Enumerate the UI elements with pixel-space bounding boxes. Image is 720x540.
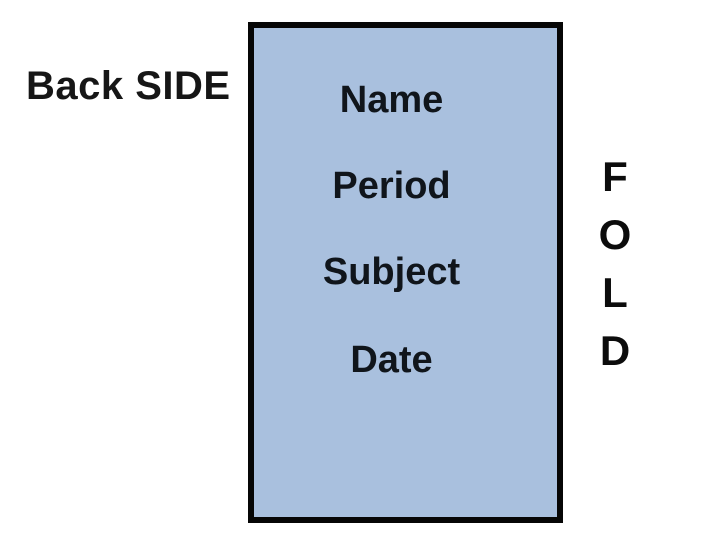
foldable-card: Name Period Subject Date: [248, 22, 563, 523]
card-field-date: Date: [350, 339, 433, 381]
card-field-subject: Subject: [322, 251, 461, 293]
fold-letter-l: L: [602, 269, 628, 316]
card-field-name: Name: [339, 79, 444, 121]
card-field-period: Period: [332, 165, 451, 207]
fold-letter-f: F: [602, 153, 628, 200]
fold-letter-o: O: [598, 211, 632, 258]
fold-letter-d: D: [599, 327, 631, 374]
fold-label: F O L D: [585, 148, 645, 380]
back-side-label: Back SIDE: [26, 64, 231, 108]
